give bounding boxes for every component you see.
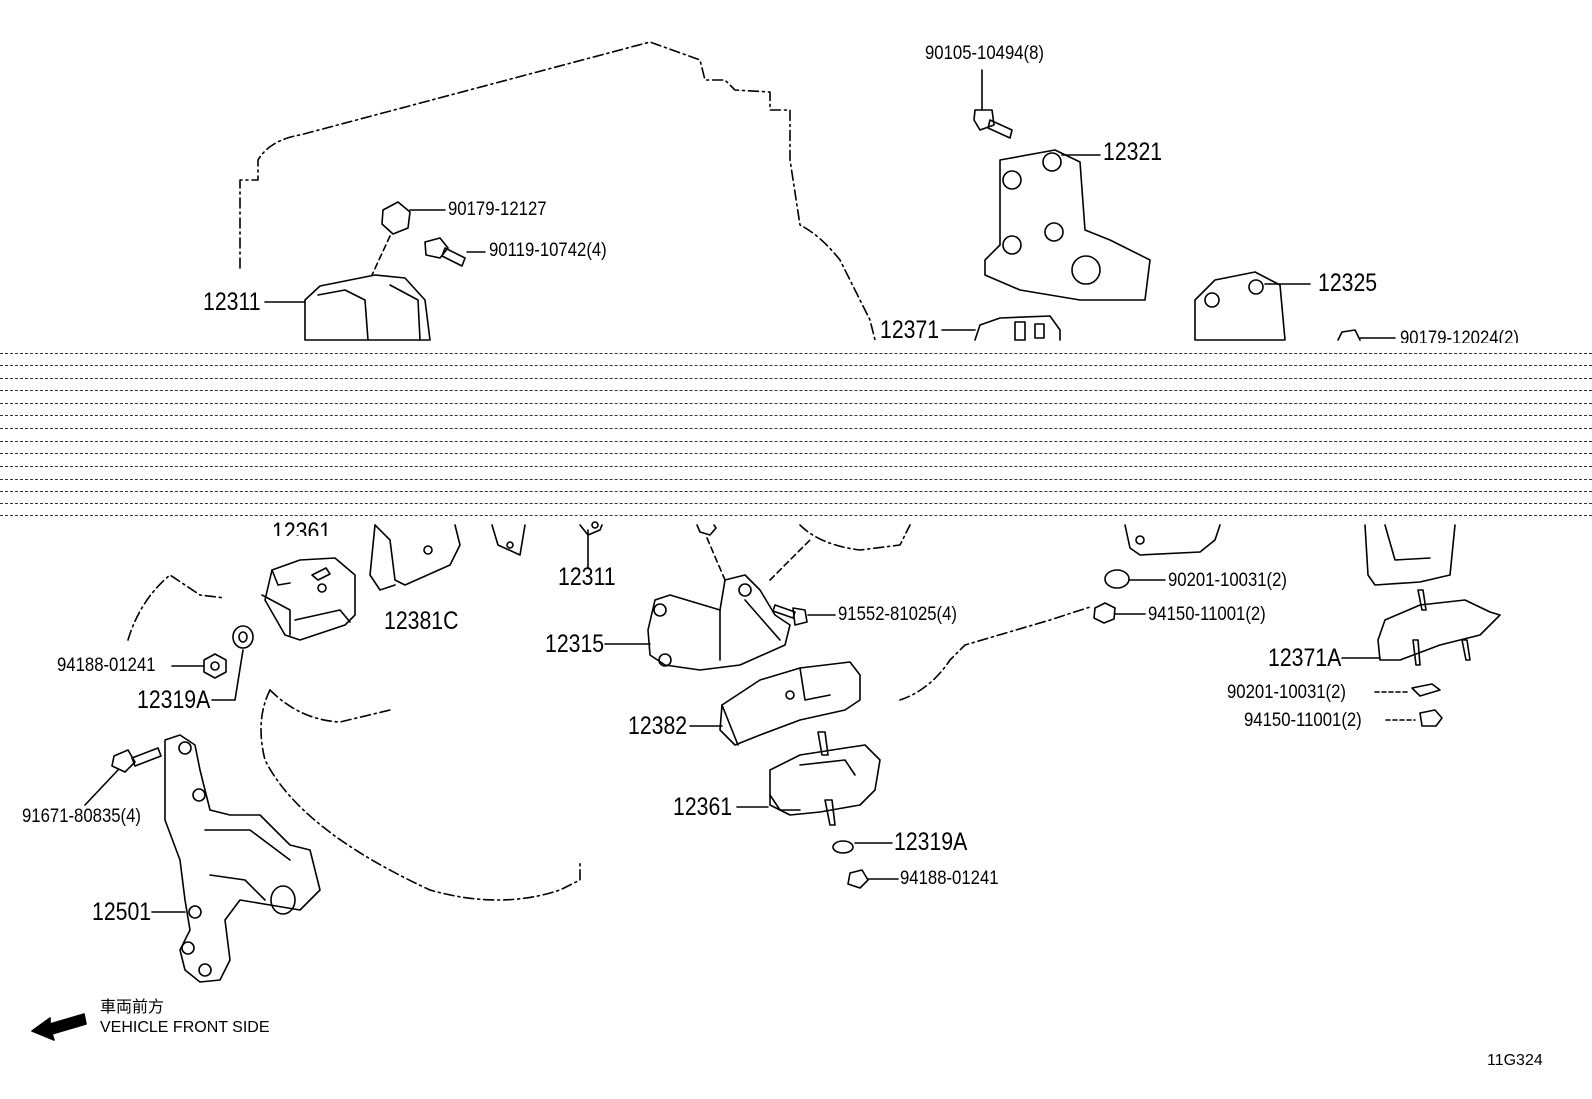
label-12382: 12382 [628, 712, 688, 740]
figure-id: 11G324 [1487, 1052, 1543, 1069]
bracket-12325 [1195, 272, 1310, 340]
engine-outline-bottom [261, 690, 580, 900]
label-12371A: 12371A [1268, 644, 1342, 672]
nut-90179-12024 [1338, 330, 1395, 340]
vehicle-front-arrow-icon [32, 1014, 86, 1040]
label-90179-12127: 90179-12127 [448, 199, 547, 220]
bolt-91552 [773, 605, 835, 625]
label-94150-11001-mid: 94150-11001(2) [1148, 604, 1266, 625]
bolt-90105 [974, 70, 1012, 138]
bracket-12501 [152, 735, 320, 982]
washer-90201-lower [1375, 684, 1440, 696]
label-12325: 12325 [1318, 269, 1378, 297]
washer-90201-mid [1105, 570, 1165, 588]
label-94150-11001-lower: 94150-11001(2) [1244, 710, 1362, 731]
mount-12361-lower [737, 732, 880, 825]
label-12321: 12321 [1103, 138, 1163, 166]
washer-12319A-lower [833, 841, 892, 853]
label-12311-lower: 12311 [558, 563, 616, 591]
label-90201-10031-mid: 90201-10031(2) [1168, 570, 1287, 591]
label-94188-01241-lower: 94188-01241 [900, 868, 999, 889]
label-91671-80835: 91671-80835(4) [22, 806, 141, 827]
label-12361-left: 12361 [272, 520, 332, 536]
label-91552-81025: 91552-81025(4) [838, 604, 957, 625]
label-90119-10742: 90119-10742(4) [489, 240, 607, 261]
bracket-12311-lower [492, 522, 602, 568]
bolt-91671 [85, 748, 161, 805]
vehicle-front-label-jp: 車両前方 [100, 999, 165, 1016]
nut-94188-left [172, 654, 226, 678]
label-12501: 12501 [92, 898, 152, 926]
nut-94150-lower [1386, 710, 1442, 726]
bracket-trans-right [1125, 525, 1220, 555]
label-90105-10494: 90105-10494(8) [925, 43, 1044, 64]
trans-outline [900, 607, 1090, 700]
nut-94150-mid [1094, 603, 1145, 623]
bracket-12315 [605, 540, 810, 670]
engine-outline-mid [270, 690, 390, 722]
upper-trans-curve [800, 525, 910, 550]
bracket-12321 [985, 150, 1150, 300]
engine-outline-top [240, 42, 875, 340]
label-94188-01241-left: 94188-01241 [57, 655, 156, 676]
nut-12315-top [697, 525, 725, 580]
label-12371: 12371 [880, 316, 940, 344]
bracket-12311-upper [265, 275, 430, 340]
washer-12319A-left [212, 626, 253, 700]
label-12319A-left: 12319A [137, 686, 211, 714]
cover-12382 [690, 662, 860, 745]
bracket-12381C [370, 525, 460, 590]
vehicle-front-label-en: VEHICLE FRONT SIDE [100, 1019, 270, 1036]
engine-outline-lower [128, 575, 225, 640]
mount-12371A [1342, 525, 1500, 665]
noise-band [0, 345, 1592, 525]
label-12381C: 12381C [384, 607, 459, 635]
mount-12371-top [942, 316, 1060, 340]
nut-90179-12127 [372, 202, 445, 275]
label-12361-lower: 12361 [673, 793, 733, 821]
nut-94188-lower [848, 870, 898, 888]
label-12315: 12315 [545, 630, 605, 658]
label-90179-12024: 90179-12024(2) [1400, 329, 1519, 343]
mount-12361-left [262, 558, 355, 640]
label-12319A-lower: 12319A [894, 828, 968, 856]
bolt-90119 [425, 238, 485, 266]
label-12311-upper: 12311 [203, 288, 261, 316]
label-90201-10031-lower: 90201-10031(2) [1227, 682, 1346, 703]
